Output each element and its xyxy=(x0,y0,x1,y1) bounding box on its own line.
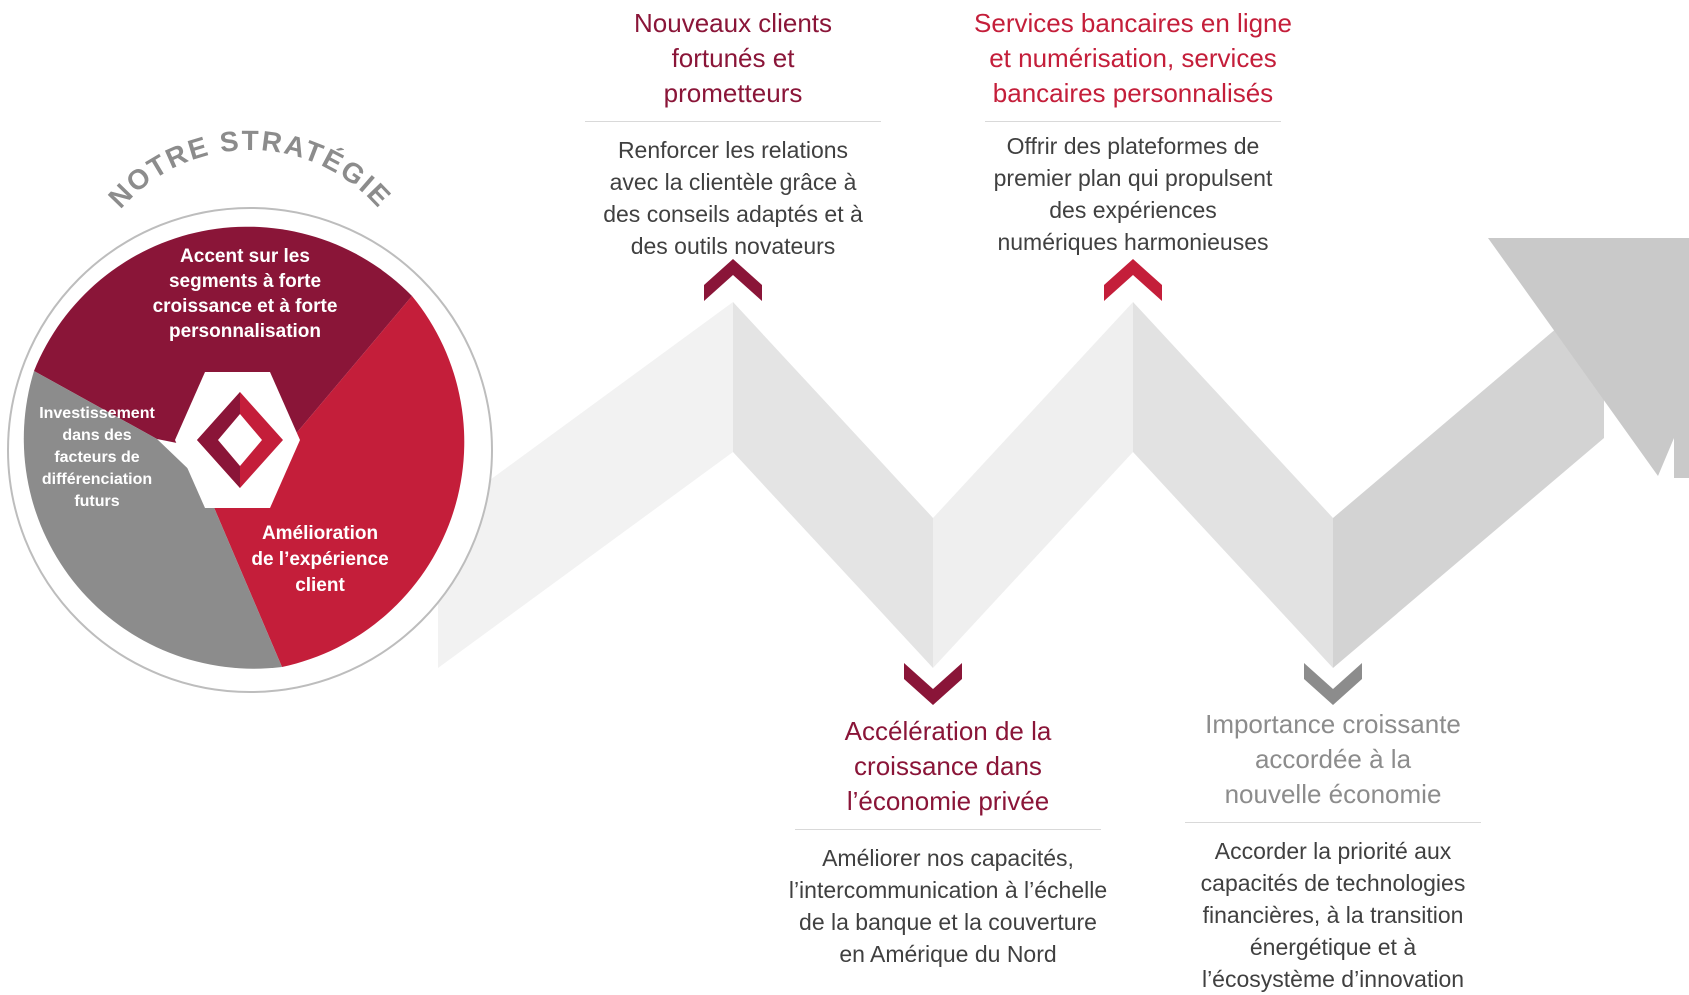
heading-line: prometteurs xyxy=(663,78,803,108)
pillar-online-banking: Services bancaires en ligne et numérisat… xyxy=(938,6,1328,258)
chevron-up-icon xyxy=(1104,259,1162,301)
segment-label-line: Amélioration xyxy=(261,523,379,544)
divider xyxy=(585,121,881,122)
heading-line: accordée à la xyxy=(1254,744,1412,774)
description-line: premier plan qui propulsent xyxy=(993,165,1273,191)
pillar-description: Améliorer nos capacités, l’intercommunic… xyxy=(778,842,1118,970)
description-line: des outils novateurs xyxy=(630,233,836,259)
pillar-description: Offrir des plateformes de premier plan q… xyxy=(938,130,1328,258)
wheel-title: NOTRE STRATÉGIE xyxy=(102,125,397,214)
heading-line: Importance croissante xyxy=(1205,709,1461,739)
segment-label-line: dans des xyxy=(62,427,132,444)
heading-line: Services bancaires en ligne xyxy=(974,8,1292,38)
pillar-heading: Services bancaires en ligne et numérisat… xyxy=(938,6,1328,121)
heading-line: croissance dans xyxy=(854,751,1042,781)
segment-label-line: segments à forte xyxy=(168,271,322,292)
pillar-heading: Accélération de la croissance dans l’éco… xyxy=(778,714,1118,829)
wheel-segment-top xyxy=(34,226,412,462)
segment-label-line: Investissement xyxy=(39,405,155,422)
description-line: capacités de technologies xyxy=(1200,870,1466,896)
description-line: financières, à la transition xyxy=(1202,902,1464,928)
segment-label-line: croissance et à forte xyxy=(152,296,338,317)
pillar-description: Renforcer les relations avec la clientèl… xyxy=(578,134,888,262)
chevron-down-icon xyxy=(904,663,962,705)
wheel-segment-right xyxy=(204,296,465,667)
zigzag-arrow xyxy=(438,238,1689,668)
chevron-down-icon xyxy=(1304,663,1362,705)
description-line: Offrir des plateformes de xyxy=(1006,133,1260,159)
heading-line: l’économie privée xyxy=(846,786,1050,816)
arrow-band-5 xyxy=(1333,288,1604,668)
arrow-band-1 xyxy=(438,302,733,668)
wheel-segment-left xyxy=(23,371,283,669)
arrow-head xyxy=(1488,238,1689,478)
chevron-up-icon xyxy=(704,259,762,301)
description-line: numériques harmonieuses xyxy=(997,229,1269,255)
chevron-markers xyxy=(704,259,1362,705)
segment-label-line: Accent sur les xyxy=(180,246,310,267)
description-line: Améliorer nos capacités, xyxy=(822,845,1074,871)
pillar-new-clients: Nouveaux clients fortunés et prometteurs… xyxy=(578,6,888,262)
divider xyxy=(985,121,1281,122)
heading-line: Nouveaux clients xyxy=(634,8,832,38)
segment-label-right: Amélioration de l’expérience client xyxy=(240,521,400,599)
heading-line: nouvelle économie xyxy=(1224,779,1442,809)
heading-line: Accélération de la xyxy=(844,716,1052,746)
pillar-description: Accorder la priorité aux capacités de te… xyxy=(1163,835,1503,995)
description-line: l’intercommunication à l’échelle xyxy=(788,877,1108,903)
segment-label-line: client xyxy=(295,575,345,596)
heading-line: bancaires personnalisés xyxy=(992,78,1274,108)
segment-label-line: futurs xyxy=(74,493,120,510)
pillar-new-economy: Importance croissante accordée à la nouv… xyxy=(1163,707,1503,995)
segment-label-line: de l’expérience xyxy=(251,549,389,570)
logo-icon xyxy=(197,392,283,488)
pillar-private-economy: Accélération de la croissance dans l’éco… xyxy=(778,714,1118,970)
heading-line: et numérisation, services xyxy=(989,43,1277,73)
pillar-heading: Importance croissante accordée à la nouv… xyxy=(1163,707,1503,822)
description-line: avec la clientèle grâce à xyxy=(609,169,857,195)
description-line: des expériences xyxy=(1049,197,1217,223)
description-line: Accorder la priorité aux xyxy=(1214,838,1452,864)
divider xyxy=(795,829,1101,830)
segment-label-left: Investissement dans des facteurs de diff… xyxy=(22,403,172,513)
segment-label-line: personnalisation xyxy=(168,321,322,342)
description-line: énergétique et à xyxy=(1249,934,1417,960)
description-line: en Amérique du Nord xyxy=(839,941,1057,967)
description-line: des conseils adaptés et à xyxy=(603,201,863,227)
description-line: Renforcer les relations xyxy=(617,137,849,163)
strategy-wheel: NOTRE STRATÉGIE xyxy=(7,125,493,693)
description-line: de la banque et la couverture xyxy=(799,909,1097,935)
heading-line: fortunés et xyxy=(671,43,795,73)
arrow-band-3 xyxy=(933,302,1133,668)
description-line: l’écosystème d’innovation xyxy=(1201,966,1465,992)
segment-label-top: Accent sur les segments à forte croissan… xyxy=(145,244,345,344)
segment-label-line: différenciation xyxy=(41,471,153,488)
arrow-band-2 xyxy=(733,302,933,668)
divider xyxy=(1185,822,1481,823)
segment-label-line: facteurs de xyxy=(54,449,140,466)
pillar-heading: Nouveaux clients fortunés et prometteurs xyxy=(578,6,888,121)
arrow-band-4 xyxy=(1133,302,1333,668)
